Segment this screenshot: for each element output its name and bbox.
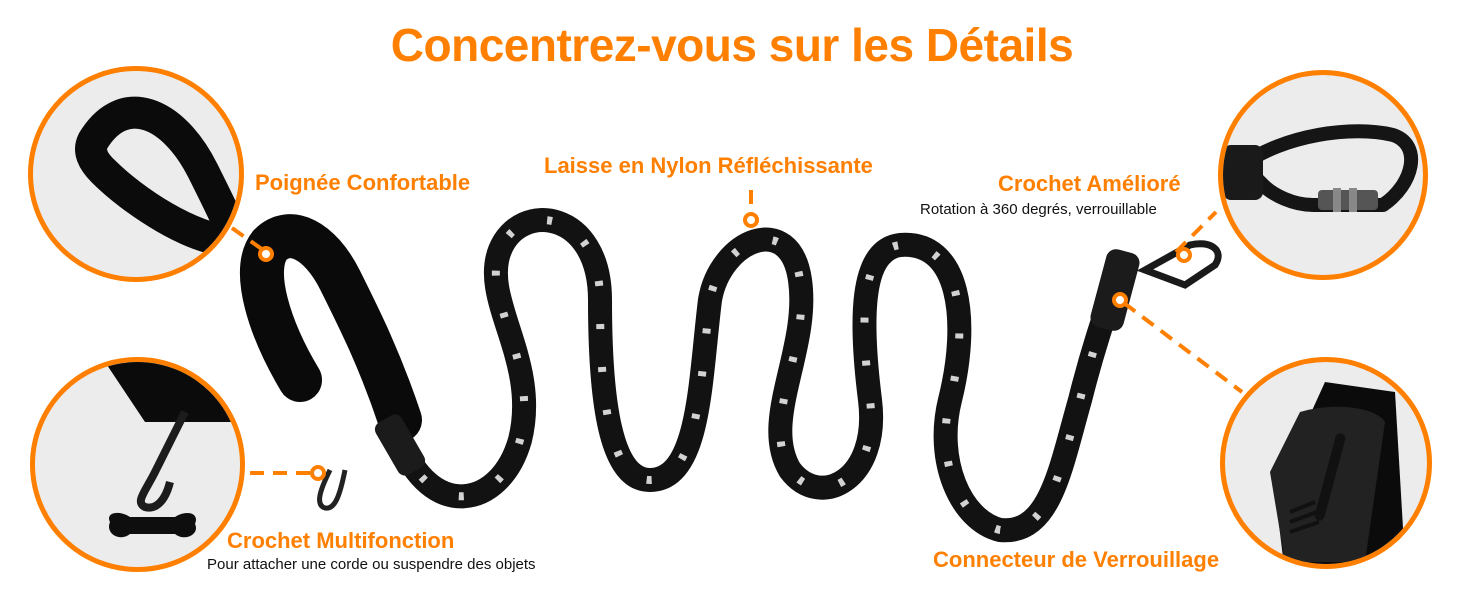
- feature-label-lock: Connecteur de Verrouillage: [933, 547, 1220, 572]
- feature-label-nylon: Laisse en Nylon Réfléchissante: [544, 153, 873, 178]
- lock-detail-circle: [1220, 357, 1432, 569]
- feature-label-multi: Crochet Multifonction: [227, 528, 455, 553]
- locking-carabiner-icon: [1223, 124, 1418, 212]
- handle-pin: [258, 246, 274, 262]
- page-title: Concentrez-vous sur les Détails: [390, 19, 1074, 71]
- hook-pin: [1176, 247, 1192, 263]
- nylon-pin: [743, 212, 759, 228]
- padded-handle-icon: [75, 96, 239, 257]
- nylon-rope: [388, 208, 1132, 543]
- feature-desc-multi: Pour attacher une corde ou suspendre des…: [207, 556, 536, 573]
- lock-pin: [1112, 292, 1128, 308]
- feature-label-handle: Poignée Confortable: [255, 170, 471, 195]
- handle-detail-circle: [28, 66, 244, 282]
- feature-label-hook: Crochet Amélioré: [998, 171, 1181, 196]
- multi-hook-detail-circle: [30, 357, 245, 572]
- lock-connector-icon: [1270, 382, 1405, 564]
- hook-detail-circle: [1218, 70, 1428, 280]
- bag-dispenser-hook-icon: [105, 362, 235, 538]
- multi-hook-pin: [310, 465, 326, 481]
- padded-handle: [240, 214, 422, 442]
- feature-desc-hook: Rotation à 360 degrés, verrouillable: [920, 201, 1157, 218]
